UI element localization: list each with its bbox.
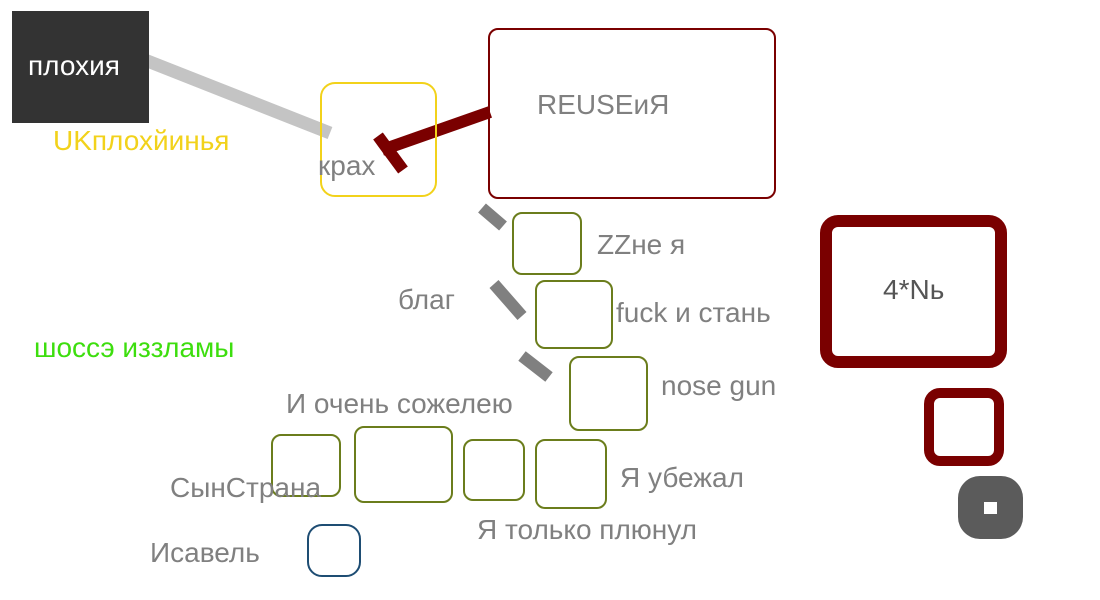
crash-node[interactable]: [320, 82, 437, 197]
highway-label: шоссэ иззламы: [34, 332, 235, 363]
ran-node[interactable]: [535, 439, 607, 509]
fourN-node[interactable]: [820, 215, 1007, 368]
uk-label: UKплохйинья: [53, 125, 230, 156]
isabel-node[interactable]: [307, 524, 361, 577]
crash-label: крах: [318, 150, 376, 181]
isabel-label: Исавель: [150, 537, 260, 568]
zz-label: ZZне я: [597, 229, 686, 260]
son-node[interactable]: [271, 434, 341, 497]
center-node[interactable]: [354, 426, 453, 503]
connector-endcap: [373, 132, 408, 174]
reuse-node[interactable]: [488, 28, 776, 199]
connector-dash-3: [518, 351, 553, 382]
small-node[interactable]: [463, 439, 525, 501]
spit-label: Я только плюнул: [477, 514, 697, 545]
connector-bad-to-crash: [142, 53, 333, 140]
connector-dash-2: [489, 280, 527, 320]
son-label: СынСтрана: [170, 472, 322, 503]
blag-label: благ: [398, 284, 455, 315]
regret-label: И очень сожелею: [286, 388, 513, 419]
fuck-label: fuck и стань: [616, 297, 771, 328]
fuck-node[interactable]: [535, 280, 613, 349]
bad-label: плохия: [28, 50, 120, 81]
nose-label: nose gun: [661, 370, 777, 401]
ran-label: Я убежал: [620, 462, 744, 493]
reuse-label: REUSEиЯ: [537, 89, 670, 120]
stop-button[interactable]: [958, 476, 1023, 539]
connector-dash-1: [478, 203, 507, 231]
zz-node[interactable]: [512, 212, 582, 275]
stop-icon: [984, 502, 997, 514]
bad-node[interactable]: [12, 11, 149, 123]
fourN-label: 4*Nь: [883, 274, 945, 305]
nose-node[interactable]: [569, 356, 648, 431]
small-maroon-node[interactable]: [924, 388, 1004, 466]
